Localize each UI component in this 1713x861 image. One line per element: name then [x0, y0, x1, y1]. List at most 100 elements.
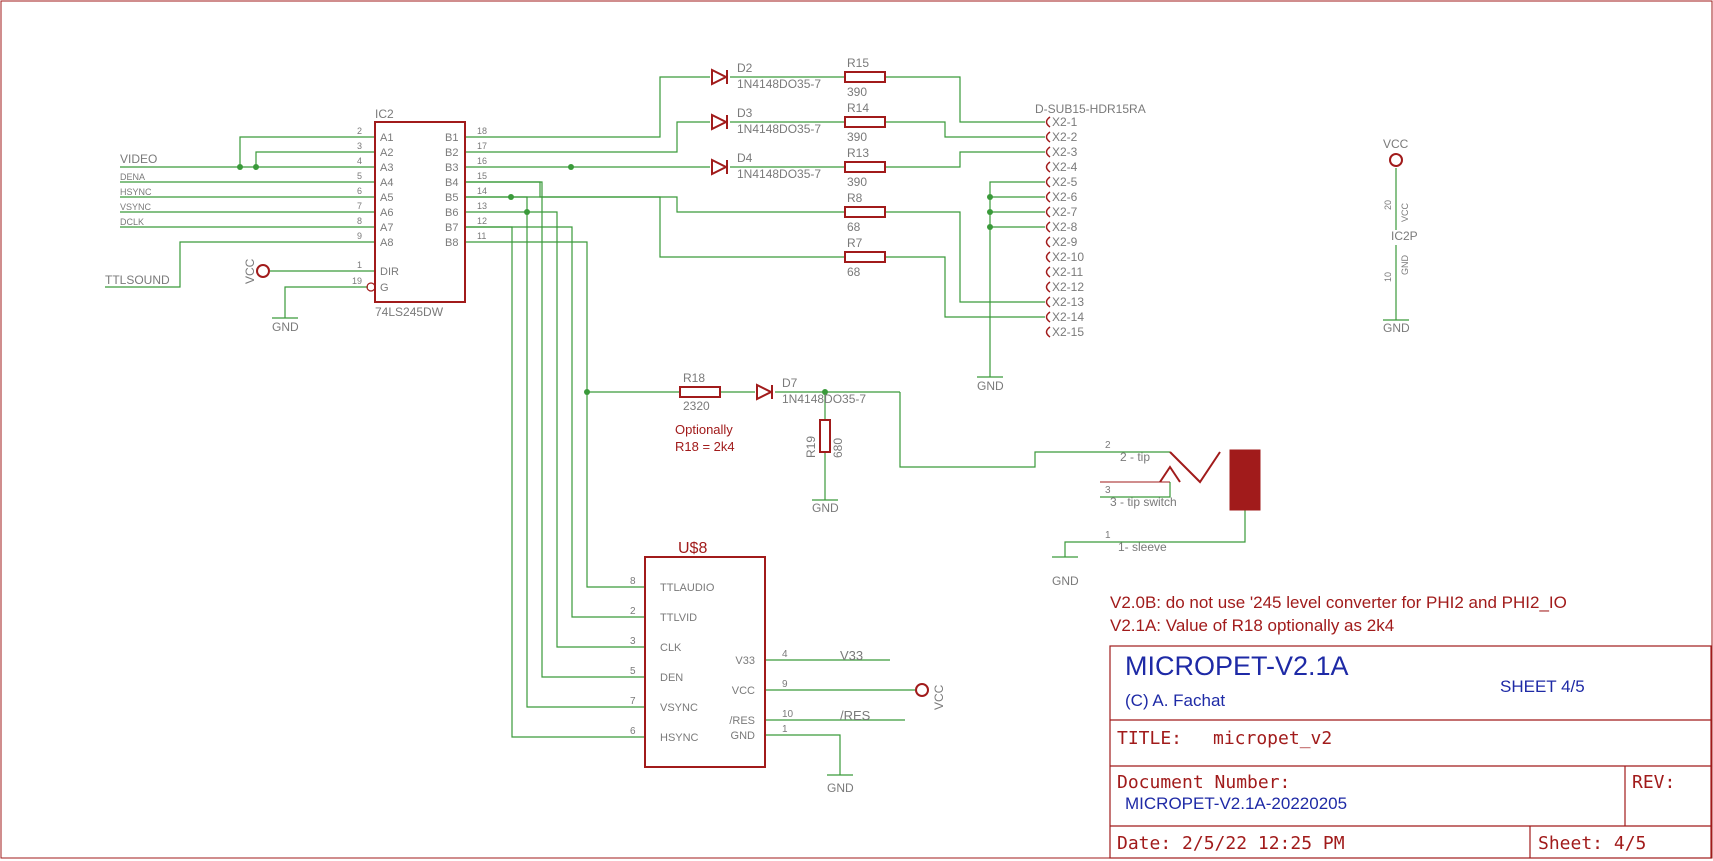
- r18-note-line2: R18 = 2k4: [675, 439, 735, 454]
- connector-pin-14: X2-14: [1052, 310, 1084, 324]
- us8-pin-hsync: HSYNC: [660, 732, 699, 744]
- signal-vsync: VSYNC: [120, 202, 152, 212]
- ic2-pin-dir: DIR: [380, 266, 399, 278]
- ic2-body: [374, 121, 466, 303]
- ic2-pin-num: 1: [357, 260, 362, 270]
- ic2-pin-num: 7: [357, 201, 362, 211]
- us8-pin-v33: V33: [735, 655, 755, 667]
- ic2-pin-a8: A8: [380, 237, 393, 249]
- resistor-r14: [844, 116, 886, 128]
- us8-pin-num: 4: [782, 649, 788, 660]
- us8-pin-vsync: VSYNC: [660, 702, 698, 714]
- ic2p-vcc-symbol: [1389, 153, 1403, 167]
- ic2-gnd-label: GND: [272, 320, 299, 334]
- r18-note-line1: Optionally: [675, 422, 733, 437]
- us8-pin-vcc: VCC: [732, 685, 755, 697]
- titleblock-sheet: Sheet: 4/5: [1538, 833, 1646, 854]
- us8-vcc-label: VCC: [932, 684, 946, 710]
- ic2-pin-num: 3: [357, 141, 362, 151]
- connector-pin-6: X2-6: [1052, 190, 1078, 204]
- titleblock-rev-label: REV:: [1632, 772, 1675, 793]
- connector-pin-1: X2-1: [1052, 115, 1078, 129]
- us8-pin-gnd: GND: [731, 730, 756, 742]
- junction-dots: [237, 164, 993, 395]
- connector-pin-mark: [1045, 146, 1051, 158]
- us8-name: U$8: [678, 540, 707, 557]
- ic2-pin-a5: A5: [380, 192, 393, 204]
- connector-pin-mark: [1045, 221, 1051, 233]
- us8-gnd-label: GND: [827, 781, 854, 795]
- ic2-g-inverter: [366, 282, 376, 292]
- connector-pin-9: X2-9: [1052, 235, 1078, 249]
- us8-vcc-symbol: [915, 683, 929, 697]
- ic2p-gnd-label: GND: [1383, 321, 1410, 335]
- connector-title: D-SUB15-HDR15RA: [1035, 102, 1146, 116]
- diode-d3: [711, 113, 729, 131]
- resistor-r7: [844, 251, 886, 263]
- connector-pin-5: X2-5: [1052, 175, 1078, 189]
- d2-value: 1N4148DO35-7: [737, 77, 821, 91]
- titleblock-title-label: TITLE:: [1117, 728, 1182, 749]
- us8-pin-clk: CLK: [660, 642, 682, 654]
- ic2-pin-b3: B3: [445, 162, 458, 174]
- connector-pins: X2-1X2-2X2-3X2-4X2-5X2-6X2-7X2-8X2-9X2-1…: [1045, 115, 1084, 339]
- d7-value: 1N4148DO35-7: [782, 392, 866, 406]
- d3-name: D3: [737, 106, 753, 120]
- ic2-name: IC2: [375, 107, 394, 121]
- connector-pin-mark: [1045, 206, 1051, 218]
- connector-pin-11: X2-11: [1052, 265, 1083, 279]
- ic2-pin-num: 13: [477, 201, 487, 211]
- titleblock-date: Date: 2/5/22 12:25 PM: [1117, 833, 1345, 854]
- connector-pin-10: X2-10: [1052, 250, 1084, 264]
- connector-pin-mark: [1045, 191, 1051, 203]
- ic2p-vcc-label: VCC: [1383, 137, 1409, 151]
- ic2-pin-num: 14: [477, 186, 487, 196]
- ic2-pin-a3: A3: [380, 162, 393, 174]
- ic2-pin-num: 16: [477, 156, 487, 166]
- ic2-pin-b6: B6: [445, 207, 458, 219]
- connector-pin-12: X2-12: [1052, 280, 1084, 294]
- us8-pin-ttlvid: TTLVID: [660, 612, 697, 624]
- r19-name: R19: [804, 436, 818, 458]
- r14-value: 390: [847, 130, 867, 144]
- audio-jack: [1100, 449, 1261, 511]
- ic2-pin-b5: B5: [445, 192, 458, 204]
- diode-d4: [711, 158, 729, 176]
- signal-hsync: HSYNC: [120, 187, 152, 197]
- us8-pin-ttlaudio: TTLAUDIO: [660, 582, 715, 594]
- jack-pin1-num: 1: [1105, 530, 1111, 541]
- ic2-value: 74LS245DW: [375, 305, 444, 319]
- net-v33: V33: [840, 648, 863, 663]
- us8-pin-num: 9: [782, 679, 788, 690]
- signal-video: VIDEO: [120, 152, 157, 166]
- ic2-pin-num: 4: [357, 156, 362, 166]
- us8-pin-res: /RES: [729, 715, 755, 727]
- resistor-r15: [844, 71, 886, 83]
- titleblock-title-value: micropet_v2: [1213, 728, 1332, 749]
- ic2p-pin20-label: VCC: [1400, 202, 1410, 222]
- resistor-r19: [819, 419, 831, 453]
- titleblock-doc-label: Document Number:: [1117, 772, 1290, 793]
- ic2-vcc-label: VCC: [243, 258, 257, 284]
- connector-pin-mark: [1045, 266, 1051, 278]
- diode-d2: [711, 68, 729, 86]
- ic2p-name: IC2P: [1391, 229, 1418, 243]
- us8-pin-num: 6: [630, 726, 636, 737]
- jack-pin1-label: 1- sleeve: [1118, 540, 1167, 554]
- ic2-pin-num: 12: [477, 216, 487, 226]
- jack-pin2-num: 2: [1105, 440, 1111, 451]
- resistor-r18: [679, 386, 721, 398]
- connector-pin-mark: [1045, 281, 1051, 293]
- signal-dena: DENA: [120, 172, 145, 182]
- connector-pin-mark: [1045, 131, 1051, 143]
- ic2-pin-a1: A1: [380, 132, 393, 144]
- r13-name: R13: [847, 146, 869, 160]
- r8-name: R8: [847, 191, 863, 205]
- us8-pin-num: 10: [782, 709, 794, 720]
- ic2-pin-b2: B2: [445, 147, 458, 159]
- diode-d7: [756, 383, 774, 401]
- ic2-pin-num: 19: [352, 276, 362, 286]
